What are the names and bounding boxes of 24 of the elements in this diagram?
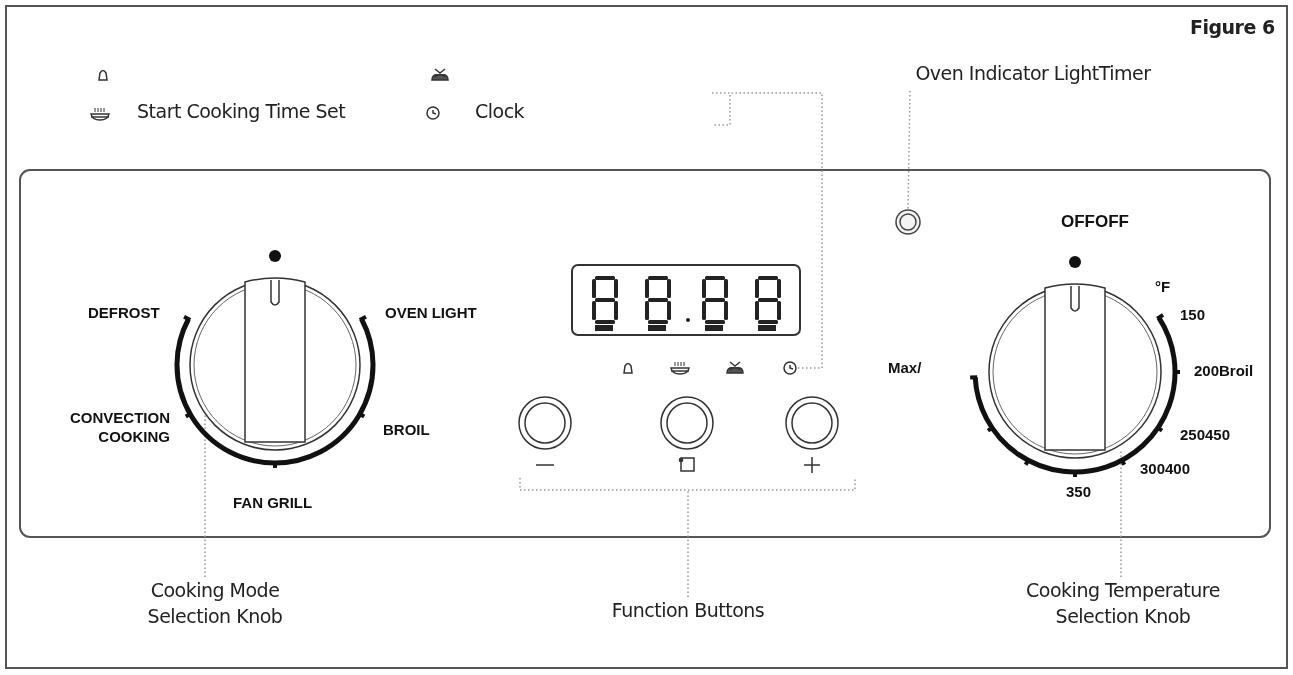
leader-line	[907, 90, 911, 211]
temperature-label: Max/	[888, 359, 922, 376]
callout-label: Cooking Mode Selection Knob	[130, 577, 300, 629]
indicator-light	[895, 209, 921, 235]
unit-label: °F	[1155, 278, 1171, 295]
mode-label: FAN GRILL	[233, 494, 313, 511]
off-position-label: OFFOFF	[1061, 212, 1129, 232]
callout-label: Oven Indicator LightTimer	[898, 60, 1168, 90]
leader-line	[519, 477, 856, 598]
mode-label: CONVECTION COOKING	[69, 408, 170, 446]
leader-line	[1120, 450, 1122, 578]
temperature-label: 350	[1066, 483, 1092, 500]
temperature-label: 150	[1180, 306, 1206, 323]
callout-label: Cooking Temperature Selection Knob	[998, 577, 1248, 629]
temperature-label: 250450	[1180, 426, 1231, 443]
legend-text: Clock	[475, 100, 525, 122]
legend-text: Start Cooking Time Set	[137, 100, 346, 122]
temperature-label: 200Broil	[1194, 362, 1254, 379]
mode-label: OVEN LIGHT	[385, 304, 477, 321]
mode-label: DEFROST	[88, 304, 160, 321]
figure-title: Figure 6	[1190, 16, 1275, 38]
mode-label: BROIL	[383, 421, 430, 438]
temperature-label: 300400	[1140, 460, 1191, 477]
callout-label: Function Buttons	[596, 597, 780, 625]
